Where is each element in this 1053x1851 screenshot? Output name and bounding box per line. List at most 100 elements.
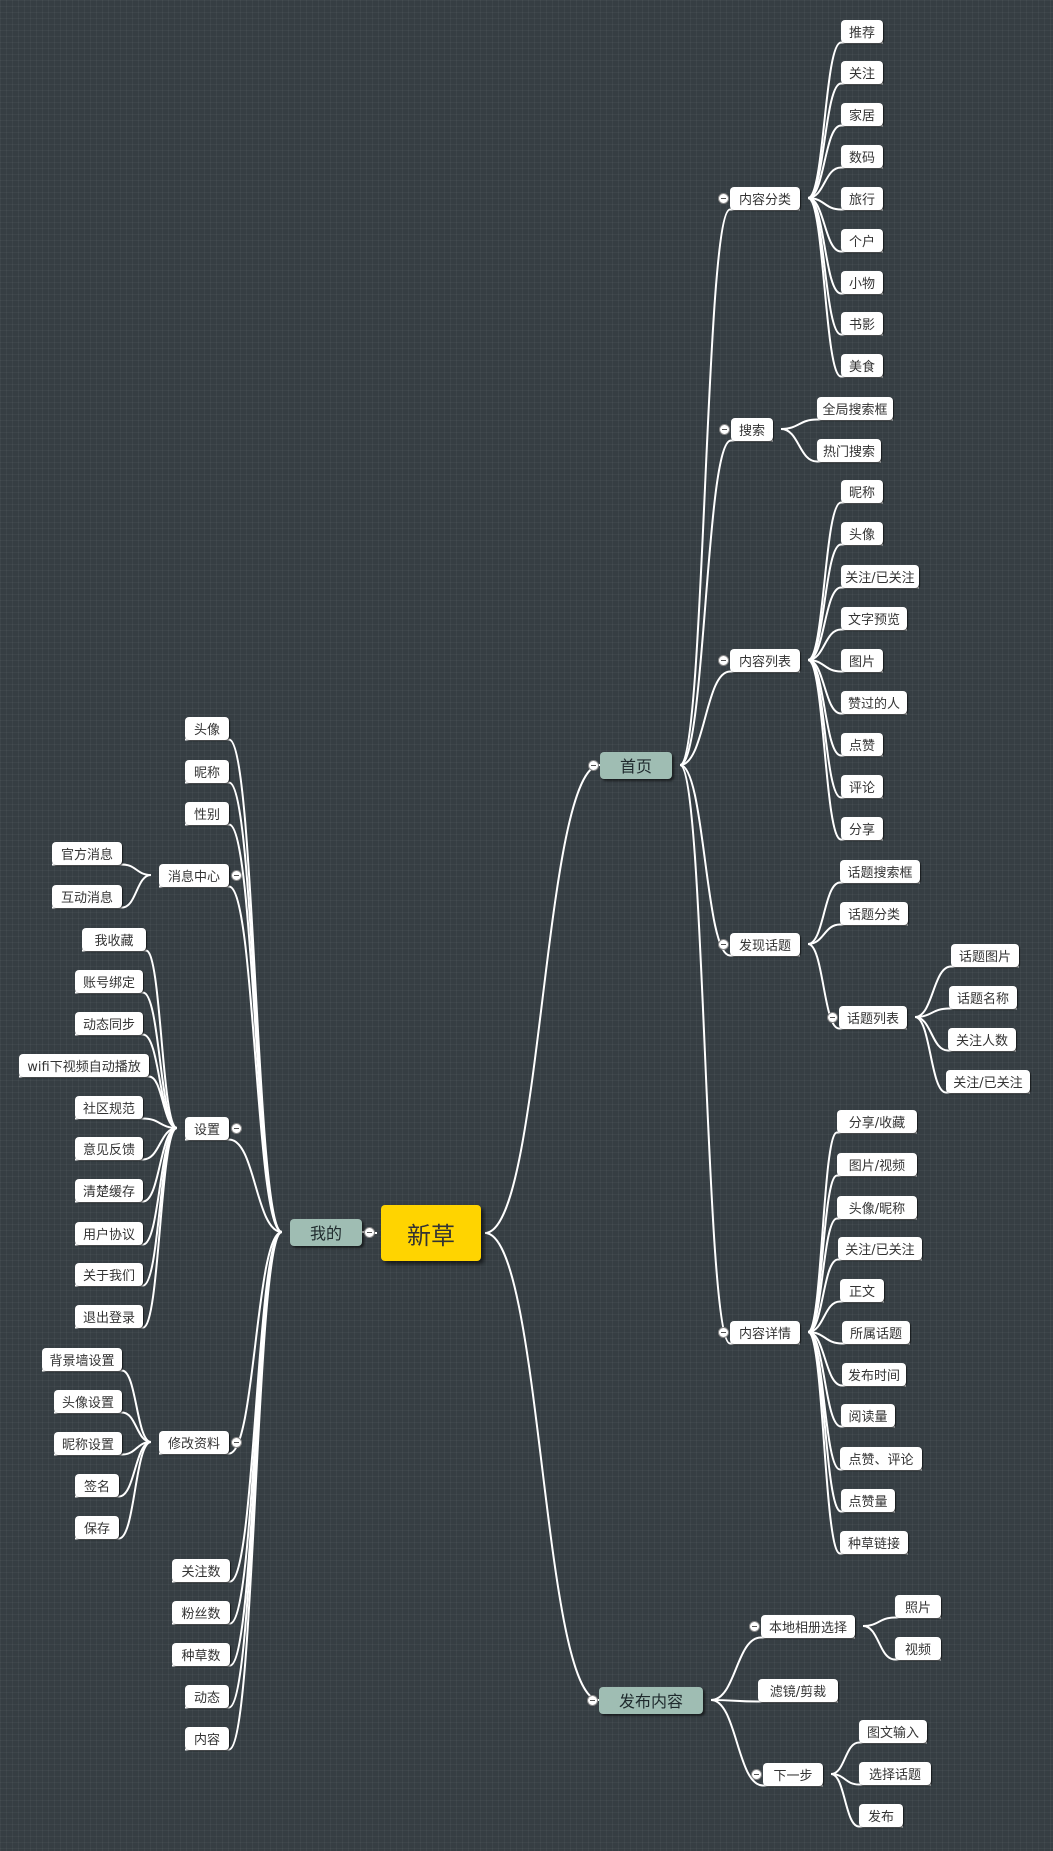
collapse-toggle-icon[interactable] (586, 1694, 598, 1706)
leaf-node-d11[interactable]: 种草链接 (840, 1530, 908, 1554)
leaf-node-h1[interactable]: 话题图片 (951, 943, 1019, 967)
collapse-toggle-icon[interactable] (748, 1620, 760, 1632)
leaf-node-d4[interactable]: 关注/已关注 (838, 1236, 922, 1260)
leaf-node-nrxq[interactable]: 内容详情 (730, 1320, 800, 1344)
leaf-node-bdxc[interactable]: 本地相册选择 (761, 1614, 855, 1638)
leaf-node-n2[interactable]: 选择话题 (859, 1761, 931, 1785)
leaf-node-s1[interactable]: 全局搜索框 (817, 396, 893, 420)
leaf-node-l1[interactable]: 昵称 (841, 479, 883, 503)
leaf-node-ss[interactable]: 搜索 (731, 417, 773, 441)
leaf-node-m1[interactable]: 头像 (185, 716, 229, 740)
leaf-node-p1[interactable]: 照片 (895, 1594, 941, 1618)
leaf-node-m8[interactable]: 内容 (185, 1726, 229, 1750)
leaf-node-d7[interactable]: 发布时间 (842, 1362, 906, 1386)
leaf-node-h2[interactable]: 话题名称 (949, 985, 1017, 1009)
leaf-node-z8[interactable]: 用户协议 (75, 1221, 143, 1245)
collapse-toggle-icon[interactable] (230, 869, 242, 881)
leaf-node-sz[interactable]: 设置 (185, 1116, 229, 1140)
leaf-node-p2[interactable]: 视频 (895, 1636, 941, 1660)
leaf-node-l6[interactable]: 赞过的人 (841, 690, 907, 714)
collapse-toggle-icon[interactable] (718, 423, 730, 435)
leaf-node-g5[interactable]: 保存 (75, 1515, 119, 1539)
leaf-node-g3[interactable]: 昵称设置 (54, 1431, 122, 1455)
leaf-node-nrfl[interactable]: 内容分类 (730, 186, 800, 210)
leaf-node-m6[interactable]: 种草数 (172, 1642, 230, 1666)
leaf-node-z4[interactable]: wifi下视频自动播放 (19, 1053, 149, 1077)
leaf-node-d8[interactable]: 阅读量 (841, 1403, 895, 1427)
leaf-node-c3[interactable]: 家居 (841, 102, 883, 126)
leaf-node-xgzl[interactable]: 修改资料 (159, 1430, 229, 1454)
branch-node-publish[interactable]: 发布内容 (599, 1686, 703, 1714)
leaf-node-s2[interactable]: 热门搜索 (817, 438, 881, 462)
leaf-node-c1[interactable]: 推荐 (841, 19, 883, 43)
collapse-toggle-icon[interactable] (750, 1768, 762, 1780)
leaf-node-m7[interactable]: 动态 (185, 1684, 229, 1708)
collapse-toggle-icon[interactable] (363, 1226, 375, 1238)
leaf-node-l5[interactable]: 图片 (841, 648, 883, 672)
leaf-node-l7[interactable]: 点赞 (841, 732, 883, 756)
leaf-node-x1[interactable]: 官方消息 (52, 841, 122, 865)
leaf-node-c8[interactable]: 书影 (841, 311, 883, 335)
leaf-node-x2[interactable]: 互动消息 (52, 884, 122, 908)
leaf-node-d3[interactable]: 头像/昵称 (837, 1195, 917, 1219)
leaf-node-l2[interactable]: 头像 (841, 521, 883, 545)
leaf-node-d2[interactable]: 图片/视频 (837, 1152, 917, 1176)
branch-node-mine[interactable]: 我的 (290, 1218, 362, 1246)
leaf-node-h4[interactable]: 关注/已关注 (946, 1069, 1030, 1093)
leaf-node-c4[interactable]: 数码 (841, 144, 883, 168)
connector-root-publish (484, 1232, 600, 1701)
leaf-node-h3[interactable]: 关注人数 (948, 1027, 1016, 1051)
branch-node-home[interactable]: 首页 (600, 751, 672, 779)
root-node-root[interactable]: 新草 (381, 1205, 481, 1261)
leaf-node-z5[interactable]: 社区规范 (75, 1095, 143, 1119)
leaf-node-z2[interactable]: 账号绑定 (75, 969, 143, 993)
collapse-toggle-icon[interactable] (717, 938, 729, 950)
leaf-node-nrlb[interactable]: 内容列表 (730, 648, 800, 672)
leaf-node-d10[interactable]: 点赞量 (841, 1488, 895, 1512)
collapse-toggle-icon[interactable] (717, 192, 729, 204)
leaf-node-g4[interactable]: 签名 (75, 1473, 119, 1497)
leaf-node-d6[interactable]: 所属话题 (842, 1320, 910, 1344)
leaf-node-xyb[interactable]: 下一步 (763, 1762, 823, 1786)
collapse-toggle-icon[interactable] (717, 1326, 729, 1338)
leaf-node-htlb[interactable]: 话题列表 (839, 1005, 907, 1029)
collapse-toggle-icon[interactable] (717, 654, 729, 666)
leaf-node-z1[interactable]: 我收藏 (82, 927, 146, 951)
leaf-node-c2[interactable]: 关注 (841, 60, 883, 84)
leaf-node-l4[interactable]: 文字预览 (841, 606, 907, 630)
leaf-node-c6[interactable]: 个户 (841, 228, 883, 252)
leaf-node-f1[interactable]: 话题搜索框 (840, 859, 920, 883)
leaf-node-c5[interactable]: 旅行 (841, 186, 883, 210)
collapse-toggle-icon[interactable] (230, 1122, 242, 1134)
leaf-node-z3[interactable]: 动态同步 (75, 1011, 143, 1035)
connector-nrfl-c4 (807, 166, 883, 199)
leaf-node-z7[interactable]: 清楚缓存 (75, 1178, 143, 1202)
leaf-node-z9[interactable]: 关于我们 (75, 1262, 143, 1286)
leaf-node-m5[interactable]: 粉丝数 (172, 1600, 230, 1624)
collapse-toggle-icon[interactable] (230, 1436, 242, 1448)
leaf-node-fxht[interactable]: 发现话题 (730, 932, 800, 956)
leaf-node-l9[interactable]: 分享 (841, 816, 883, 840)
leaf-node-n3[interactable]: 发布 (859, 1803, 903, 1827)
collapse-toggle-icon[interactable] (587, 759, 599, 771)
leaf-node-g2[interactable]: 头像设置 (54, 1389, 122, 1413)
leaf-node-d9[interactable]: 点赞、评论 (840, 1446, 922, 1470)
leaf-node-l8[interactable]: 评论 (841, 774, 883, 798)
leaf-node-c7[interactable]: 小物 (841, 270, 883, 294)
leaf-node-ljjc[interactable]: 滤镜/剪裁 (758, 1678, 838, 1702)
leaf-node-m3[interactable]: 性别 (185, 801, 229, 825)
leaf-node-g1[interactable]: 背景墙设置 (42, 1347, 122, 1371)
leaf-node-c9[interactable]: 美食 (841, 353, 883, 377)
leaf-node-z10[interactable]: 退出登录 (75, 1304, 143, 1328)
leaf-node-xxzx[interactable]: 消息中心 (159, 863, 229, 887)
leaf-node-d5[interactable]: 正文 (840, 1278, 884, 1302)
leaf-node-n1[interactable]: 图文输入 (859, 1719, 927, 1743)
leaf-node-m4[interactable]: 关注数 (172, 1558, 230, 1582)
leaf-node-l3[interactable]: 关注/已关注 (841, 564, 919, 588)
leaf-node-m2[interactable]: 昵称 (185, 759, 229, 783)
leaf-node-d1[interactable]: 分享/收藏 (837, 1109, 917, 1133)
leaf-node-z6[interactable]: 意见反馈 (75, 1136, 143, 1160)
leaf-node-f2[interactable]: 话题分类 (840, 901, 908, 925)
collapse-toggle-icon[interactable] (826, 1011, 838, 1023)
connector-home-fxht (679, 764, 800, 957)
